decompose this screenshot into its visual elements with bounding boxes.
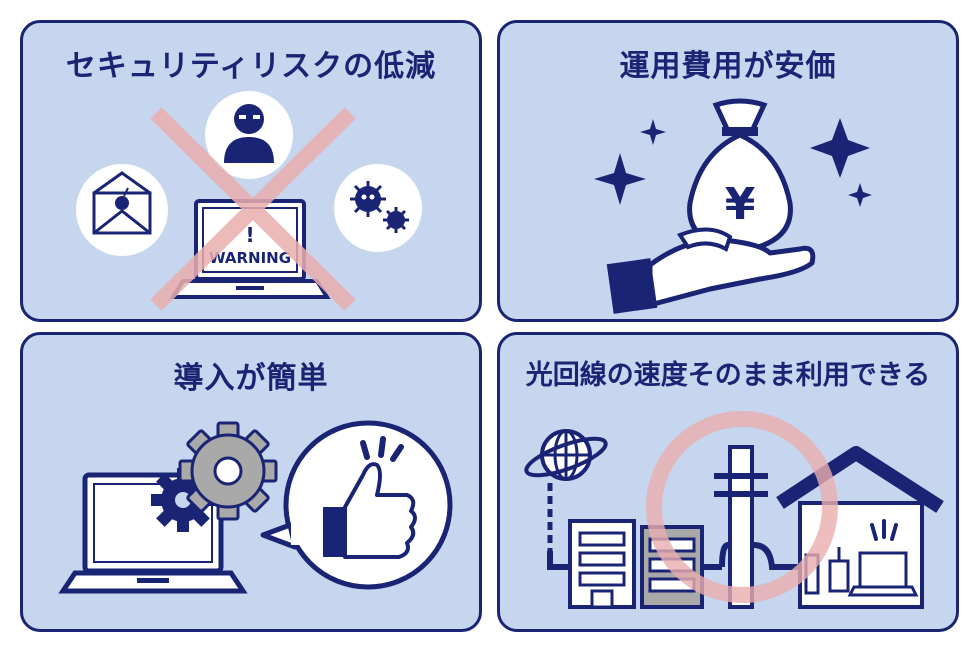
virus-icon [334,164,422,252]
security-risk-title: セキュリティリスクの低減 [65,49,437,84]
laptop-icon [847,519,919,597]
highlight-ring [646,411,838,603]
low-cost-title: 運用費用が安価 [619,49,837,84]
globe-icon [524,429,608,481]
envelope-bomb-icon [76,164,168,256]
low-cost-panel: 運用費用が安価 ¥ [497,20,959,322]
fiber-illustration [524,411,944,609]
warning-label: WARNING [209,249,291,267]
easy-setup-panel: 導入が簡単 [20,332,482,632]
alert-mark: ! [245,223,254,247]
building-icon [568,519,636,609]
hand-icon [606,227,816,314]
gear-icon [178,421,278,521]
security-risk-panel: セキュリティリスクの低減 ! WARNING [20,20,482,322]
sparkle-icon [594,118,872,207]
cost-illustration: ¥ [594,98,872,314]
utility-pole-icon [714,445,768,609]
cable-line [547,551,570,570]
thumbs-up-icon [260,420,453,590]
cross-icon [150,107,356,311]
fiber-speed-panel: 光回線の速度そのまま利用できる [497,332,959,632]
setup-illustration [58,420,453,594]
easy-setup-title: 導入が簡単 [173,361,329,396]
security-illustration: ! WARNING [76,91,422,311]
fiber-speed-title: 光回線の速度そのまま利用できる [525,360,931,391]
yen-symbol: ¥ [725,179,756,230]
hacker-icon [205,91,293,179]
